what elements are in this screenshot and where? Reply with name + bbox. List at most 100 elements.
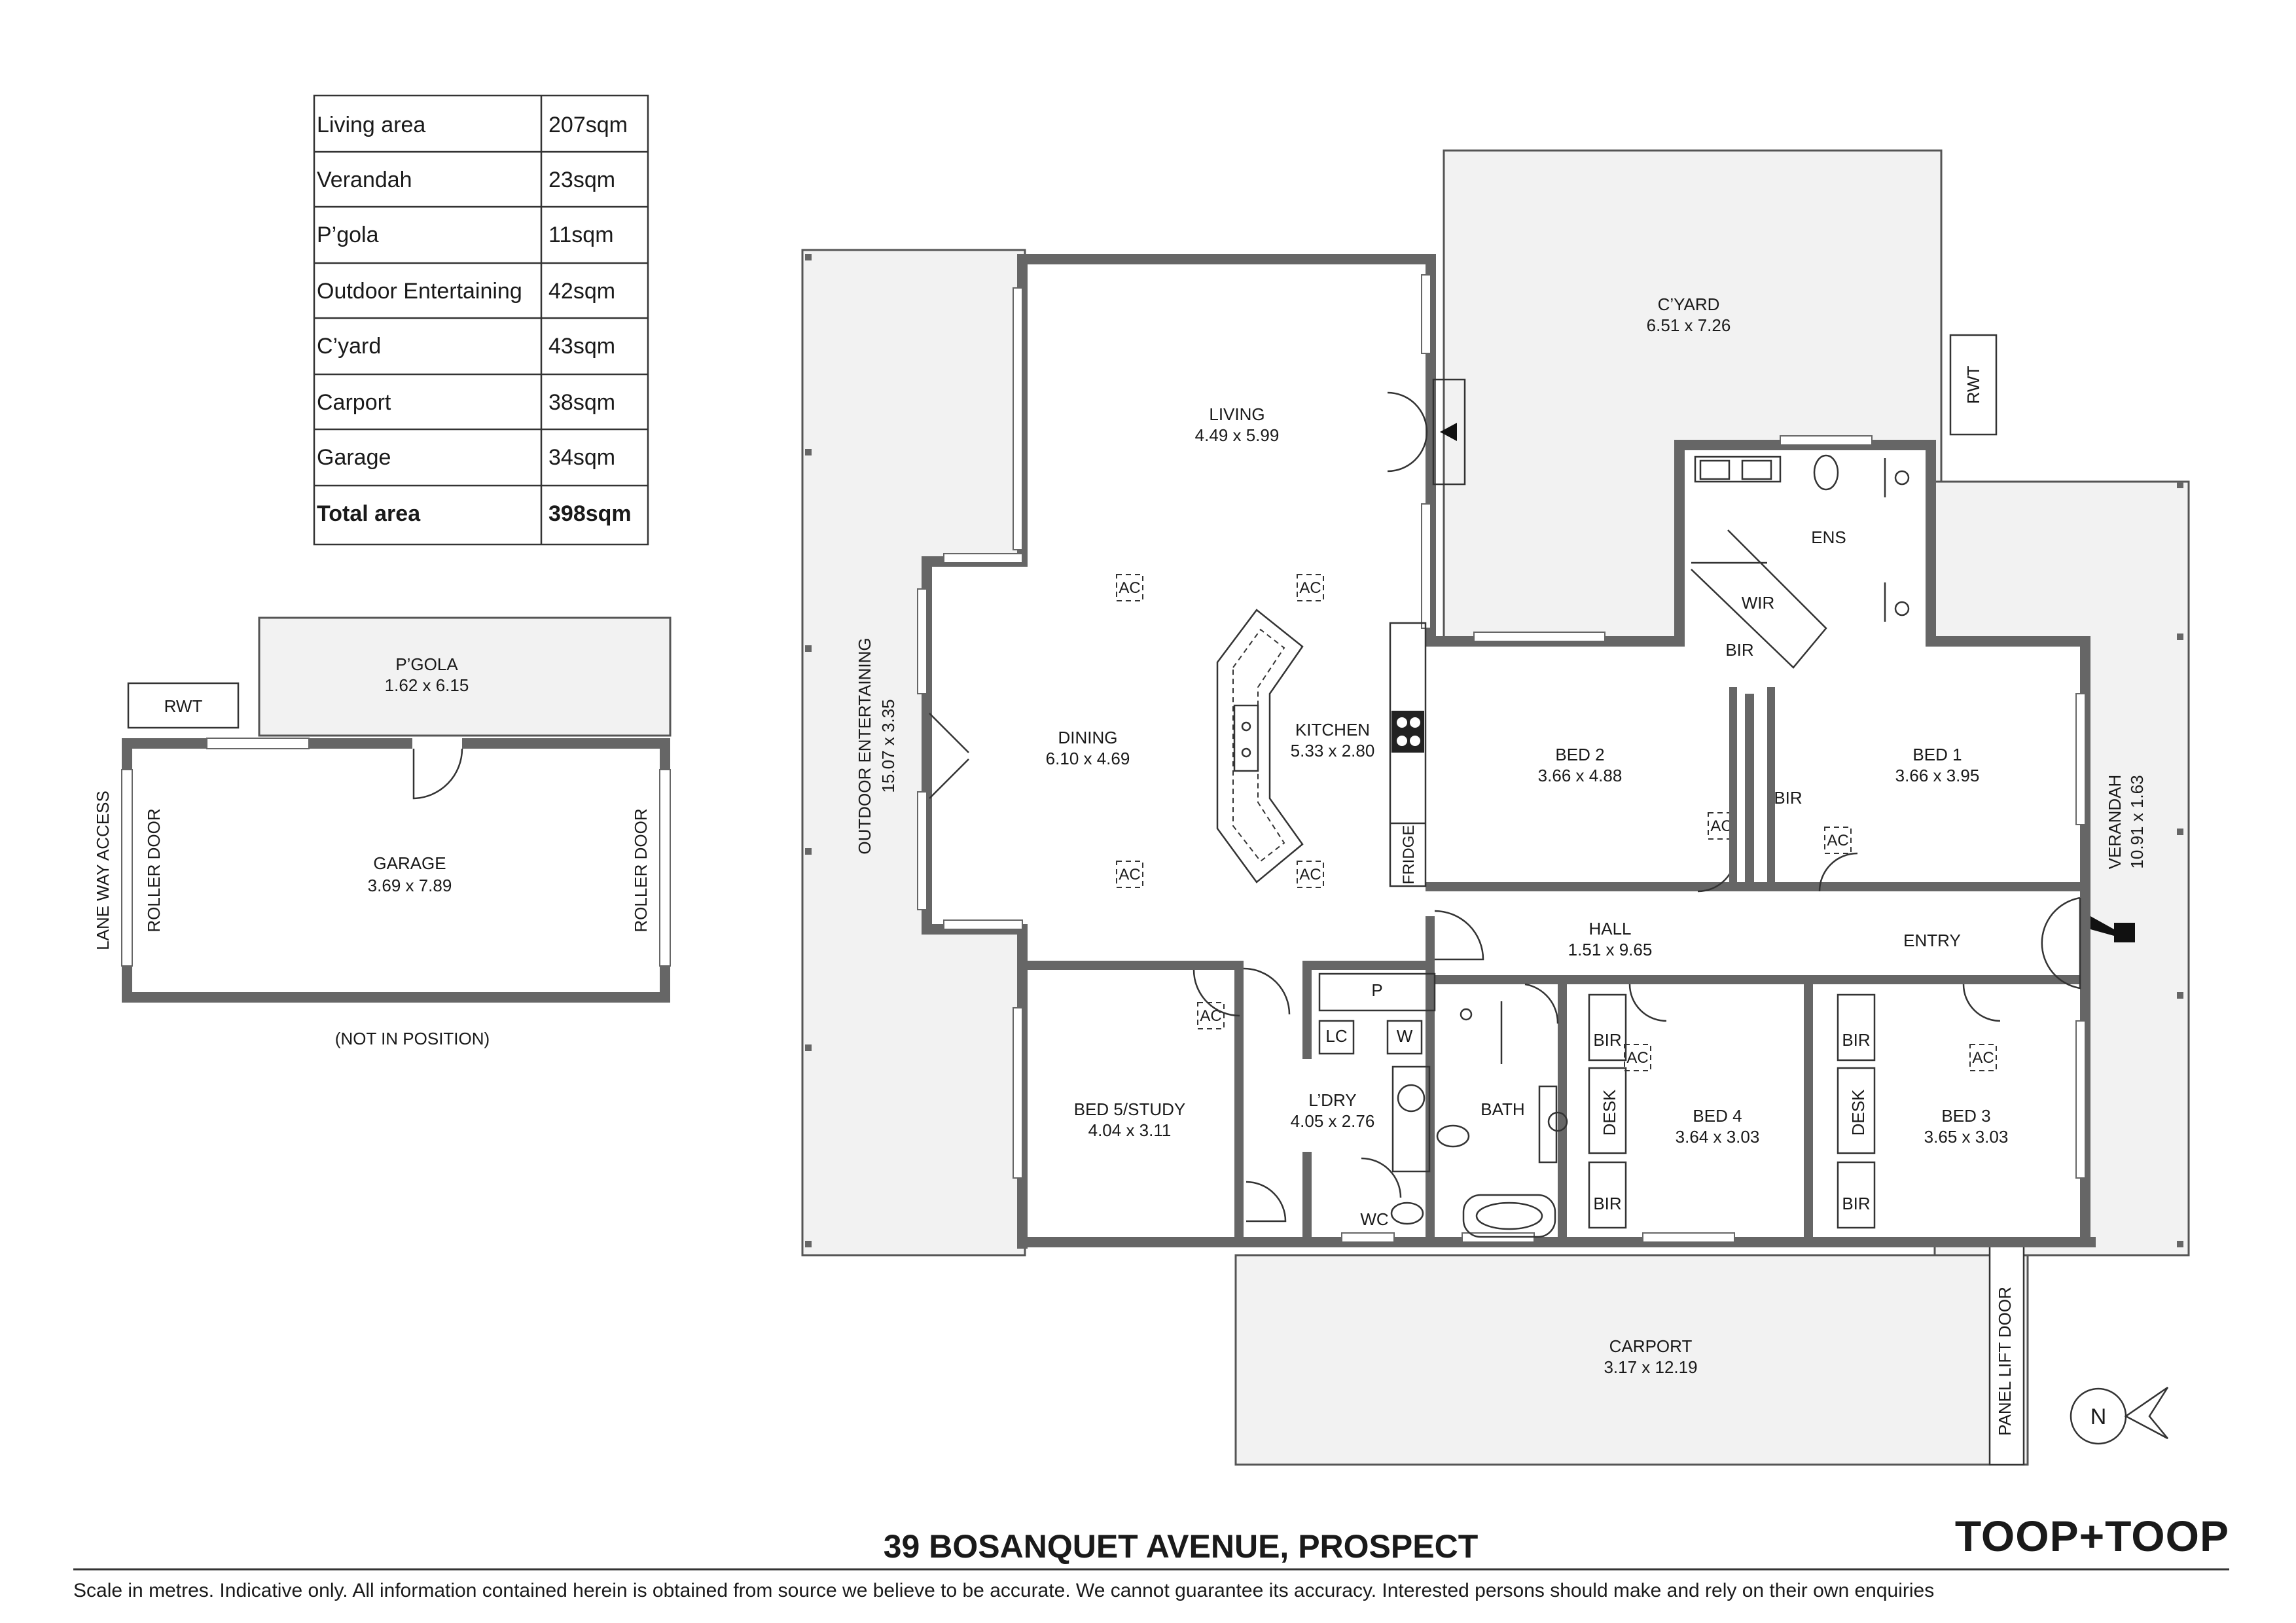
wir-label: WIR xyxy=(1742,593,1775,613)
north-label: N xyxy=(2090,1404,2107,1429)
bir-label: BIR xyxy=(1593,1194,1621,1213)
bed5-size: 4.04 x 3.11 xyxy=(1088,1120,1172,1140)
table-row-label: Garage xyxy=(317,445,391,470)
rwt-label-main: RWT xyxy=(1964,366,1983,404)
not-in-position-note: (NOT IN POSITION) xyxy=(335,1029,490,1048)
table-total-value: 398sqm xyxy=(548,501,632,526)
bath-label: BATH xyxy=(1480,1099,1524,1119)
table-row-label: C’yard xyxy=(317,334,381,359)
verandah-name: VERANDAH xyxy=(2105,775,2125,869)
doors xyxy=(929,378,2135,1222)
brand-logo: TOOP+TOOP xyxy=(1955,1512,2229,1560)
bed4-size: 3.64 x 3.03 xyxy=(1676,1127,1760,1147)
verandah-size: 10.91 x 1.63 xyxy=(2127,775,2147,868)
lane-way-label: LANE WAY ACCESS xyxy=(93,791,113,950)
rwt-box-main xyxy=(1949,334,1998,436)
pergola-name: P’GOLA xyxy=(395,654,458,674)
w-label: W xyxy=(1397,1026,1413,1046)
dining-name: DINING xyxy=(1058,728,1118,747)
garage-plan: RWT P’GOLA 1.62 x 6.15 GARAGE 3.69 x 7.8… xyxy=(93,616,672,1048)
kitchen-size: 5.33 x 2.80 xyxy=(1291,741,1375,760)
ac-label: AC xyxy=(1626,1049,1648,1067)
carport-area xyxy=(1234,1254,2029,1466)
panel-lift-door xyxy=(1988,1236,2025,1466)
table-total-label: Total area xyxy=(317,501,421,526)
ac-label: AC xyxy=(1299,866,1321,883)
dining-size: 6.10 x 4.69 xyxy=(1046,749,1130,768)
table-row-value: 207sqm xyxy=(548,113,628,137)
desk-label: DESK xyxy=(1600,1089,1619,1135)
table-row-value: 34sqm xyxy=(548,445,615,470)
courtyard-name: C’YARD xyxy=(1658,294,1720,314)
roller-door-right: ROLLER DOOR xyxy=(631,808,651,932)
hall-name: HALL xyxy=(1588,919,1631,938)
bed2-size: 3.66 x 4.88 xyxy=(1538,766,1623,785)
pergola-size: 1.62 x 6.15 xyxy=(385,675,469,695)
hall-size: 1.51 x 9.65 xyxy=(1568,940,1653,959)
ac-label: AC xyxy=(1710,817,1732,835)
lc-label: LC xyxy=(1325,1026,1347,1046)
panel-lift-door-label: PANEL LIFT DOOR xyxy=(1995,1287,2015,1436)
table-row-value: 11sqm xyxy=(548,223,614,247)
rwt-label: RWT xyxy=(164,696,203,716)
bed2-name: BED 2 xyxy=(1555,745,1604,764)
ac-label: AC xyxy=(1119,866,1140,883)
ensuite-fixtures xyxy=(1691,454,1910,891)
bath-fixtures xyxy=(1318,972,1568,1238)
desk-label: DESK xyxy=(1848,1089,1868,1135)
rwt-box xyxy=(127,682,240,729)
living-name: LIVING xyxy=(1209,404,1265,424)
table-row-value: 42sqm xyxy=(548,279,615,304)
ac-label: AC xyxy=(1972,1049,1994,1067)
property-address: 39 BOSANQUET AVENUE, PROSPECT xyxy=(884,1528,1479,1565)
table-row-label: Carport xyxy=(317,390,391,415)
entry-label: ENTRY xyxy=(1903,931,1961,950)
fridge-label: FRIDGE xyxy=(1400,825,1418,885)
area-table: Living area 207sqm Verandah 23sqm P’gola… xyxy=(313,94,649,546)
courtyard-size: 6.51 x 7.26 xyxy=(1647,315,1731,335)
ac-unit xyxy=(1116,574,1997,1071)
carport-size: 3.17 x 12.19 xyxy=(1604,1357,1697,1377)
pergola-area xyxy=(258,616,672,737)
ac-label: AC xyxy=(1119,579,1140,597)
garage-name: GARAGE xyxy=(373,853,446,873)
wc-label: WC xyxy=(1360,1209,1388,1229)
storage xyxy=(1588,993,1876,1229)
laundry-name: L’DRY xyxy=(1308,1090,1356,1110)
disclaimer: Scale in metres. Indicative only. All in… xyxy=(73,1580,1934,1601)
bed1-name: BED 1 xyxy=(1912,745,1962,764)
table-row-value: 23sqm xyxy=(548,168,615,192)
bed3-name: BED 3 xyxy=(1941,1106,1990,1126)
ens-label: ENS xyxy=(1811,527,1846,547)
table-row-value: 38sqm xyxy=(548,390,615,415)
bed3-size: 3.65 x 3.03 xyxy=(1924,1127,2009,1147)
living-size: 4.49 x 5.99 xyxy=(1195,425,1280,445)
outdoor-size: 15.07 x 3.35 xyxy=(878,699,898,793)
ac-label: AC xyxy=(1299,579,1321,597)
table-row-label: Outdoor Entertaining xyxy=(317,279,522,304)
bir-label: BIR xyxy=(1842,1030,1870,1050)
table-row-label: Verandah xyxy=(317,168,412,192)
entry-arrow-icon xyxy=(2090,916,2135,942)
north-arrow-icon xyxy=(2070,1386,2169,1445)
bed4-name: BED 4 xyxy=(1693,1106,1742,1126)
outdoor-name: OUTDOOR ENTERTAINING xyxy=(855,637,874,854)
roller-door-left: ROLLER DOOR xyxy=(144,808,164,932)
carport-name: CARPORT xyxy=(1609,1336,1693,1356)
bir-label: BIR xyxy=(1842,1194,1870,1213)
laundry-size: 4.05 x 2.76 xyxy=(1291,1111,1375,1131)
bed1-size: 3.66 x 3.95 xyxy=(1895,766,1980,785)
kitchen-island xyxy=(1216,609,1304,883)
bir-label: BIR xyxy=(1593,1030,1621,1050)
bir-label: BIR xyxy=(1774,788,1802,808)
bed5-name: BED 5/STUDY xyxy=(1074,1099,1186,1119)
room-labels: LIVING 4.49 x 5.99 DINING 6.10 x 4.69 KI… xyxy=(855,294,2147,1377)
table-row-value: 43sqm xyxy=(548,334,615,359)
garage-size: 3.69 x 7.89 xyxy=(368,876,452,895)
bir-label: BIR xyxy=(1725,640,1753,660)
kitchen-name: KITCHEN xyxy=(1295,720,1370,740)
ac-label: AC xyxy=(1827,832,1848,849)
table-row-label: Living area xyxy=(317,113,425,137)
pantry-label: P xyxy=(1371,980,1382,1000)
